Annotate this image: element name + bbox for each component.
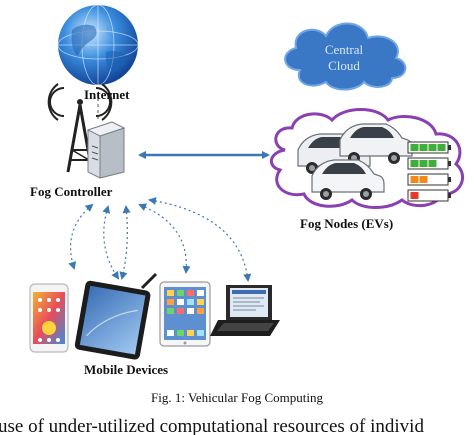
fog-controller-label: Fog Controller xyxy=(30,184,113,199)
smartphone-icon xyxy=(29,283,69,353)
cloud-label-line1: Central xyxy=(325,42,364,57)
ipad-icon xyxy=(159,281,211,347)
battery-icon xyxy=(407,157,451,170)
device-link xyxy=(102,205,120,280)
laptop-icon xyxy=(210,285,280,336)
device-link xyxy=(138,203,191,274)
figure-caption: Fig. 1: Vehicular Fog Computing xyxy=(151,390,324,405)
fog-controller-icon xyxy=(47,83,126,179)
central-cloud-icon xyxy=(284,22,407,91)
internet-label: Internet xyxy=(84,87,130,102)
battery-icon xyxy=(407,189,451,202)
battery-icon xyxy=(407,173,451,186)
battery-level-group xyxy=(407,141,451,202)
device-link xyxy=(148,197,252,282)
mobile-devices-label: Mobile Devices xyxy=(84,362,168,377)
ev-car-icon xyxy=(311,159,385,200)
tablet-stylus-icon xyxy=(74,272,158,360)
cloud-label-line2: Cloud xyxy=(328,58,360,73)
device-link xyxy=(68,203,94,270)
body-text-line: use of under-utilized computational reso… xyxy=(0,416,424,435)
fog-nodes-label: Fog Nodes (EVs) xyxy=(300,216,393,231)
battery-icon xyxy=(407,141,451,154)
device-link xyxy=(119,205,131,280)
internet-globe-icon xyxy=(57,4,139,86)
